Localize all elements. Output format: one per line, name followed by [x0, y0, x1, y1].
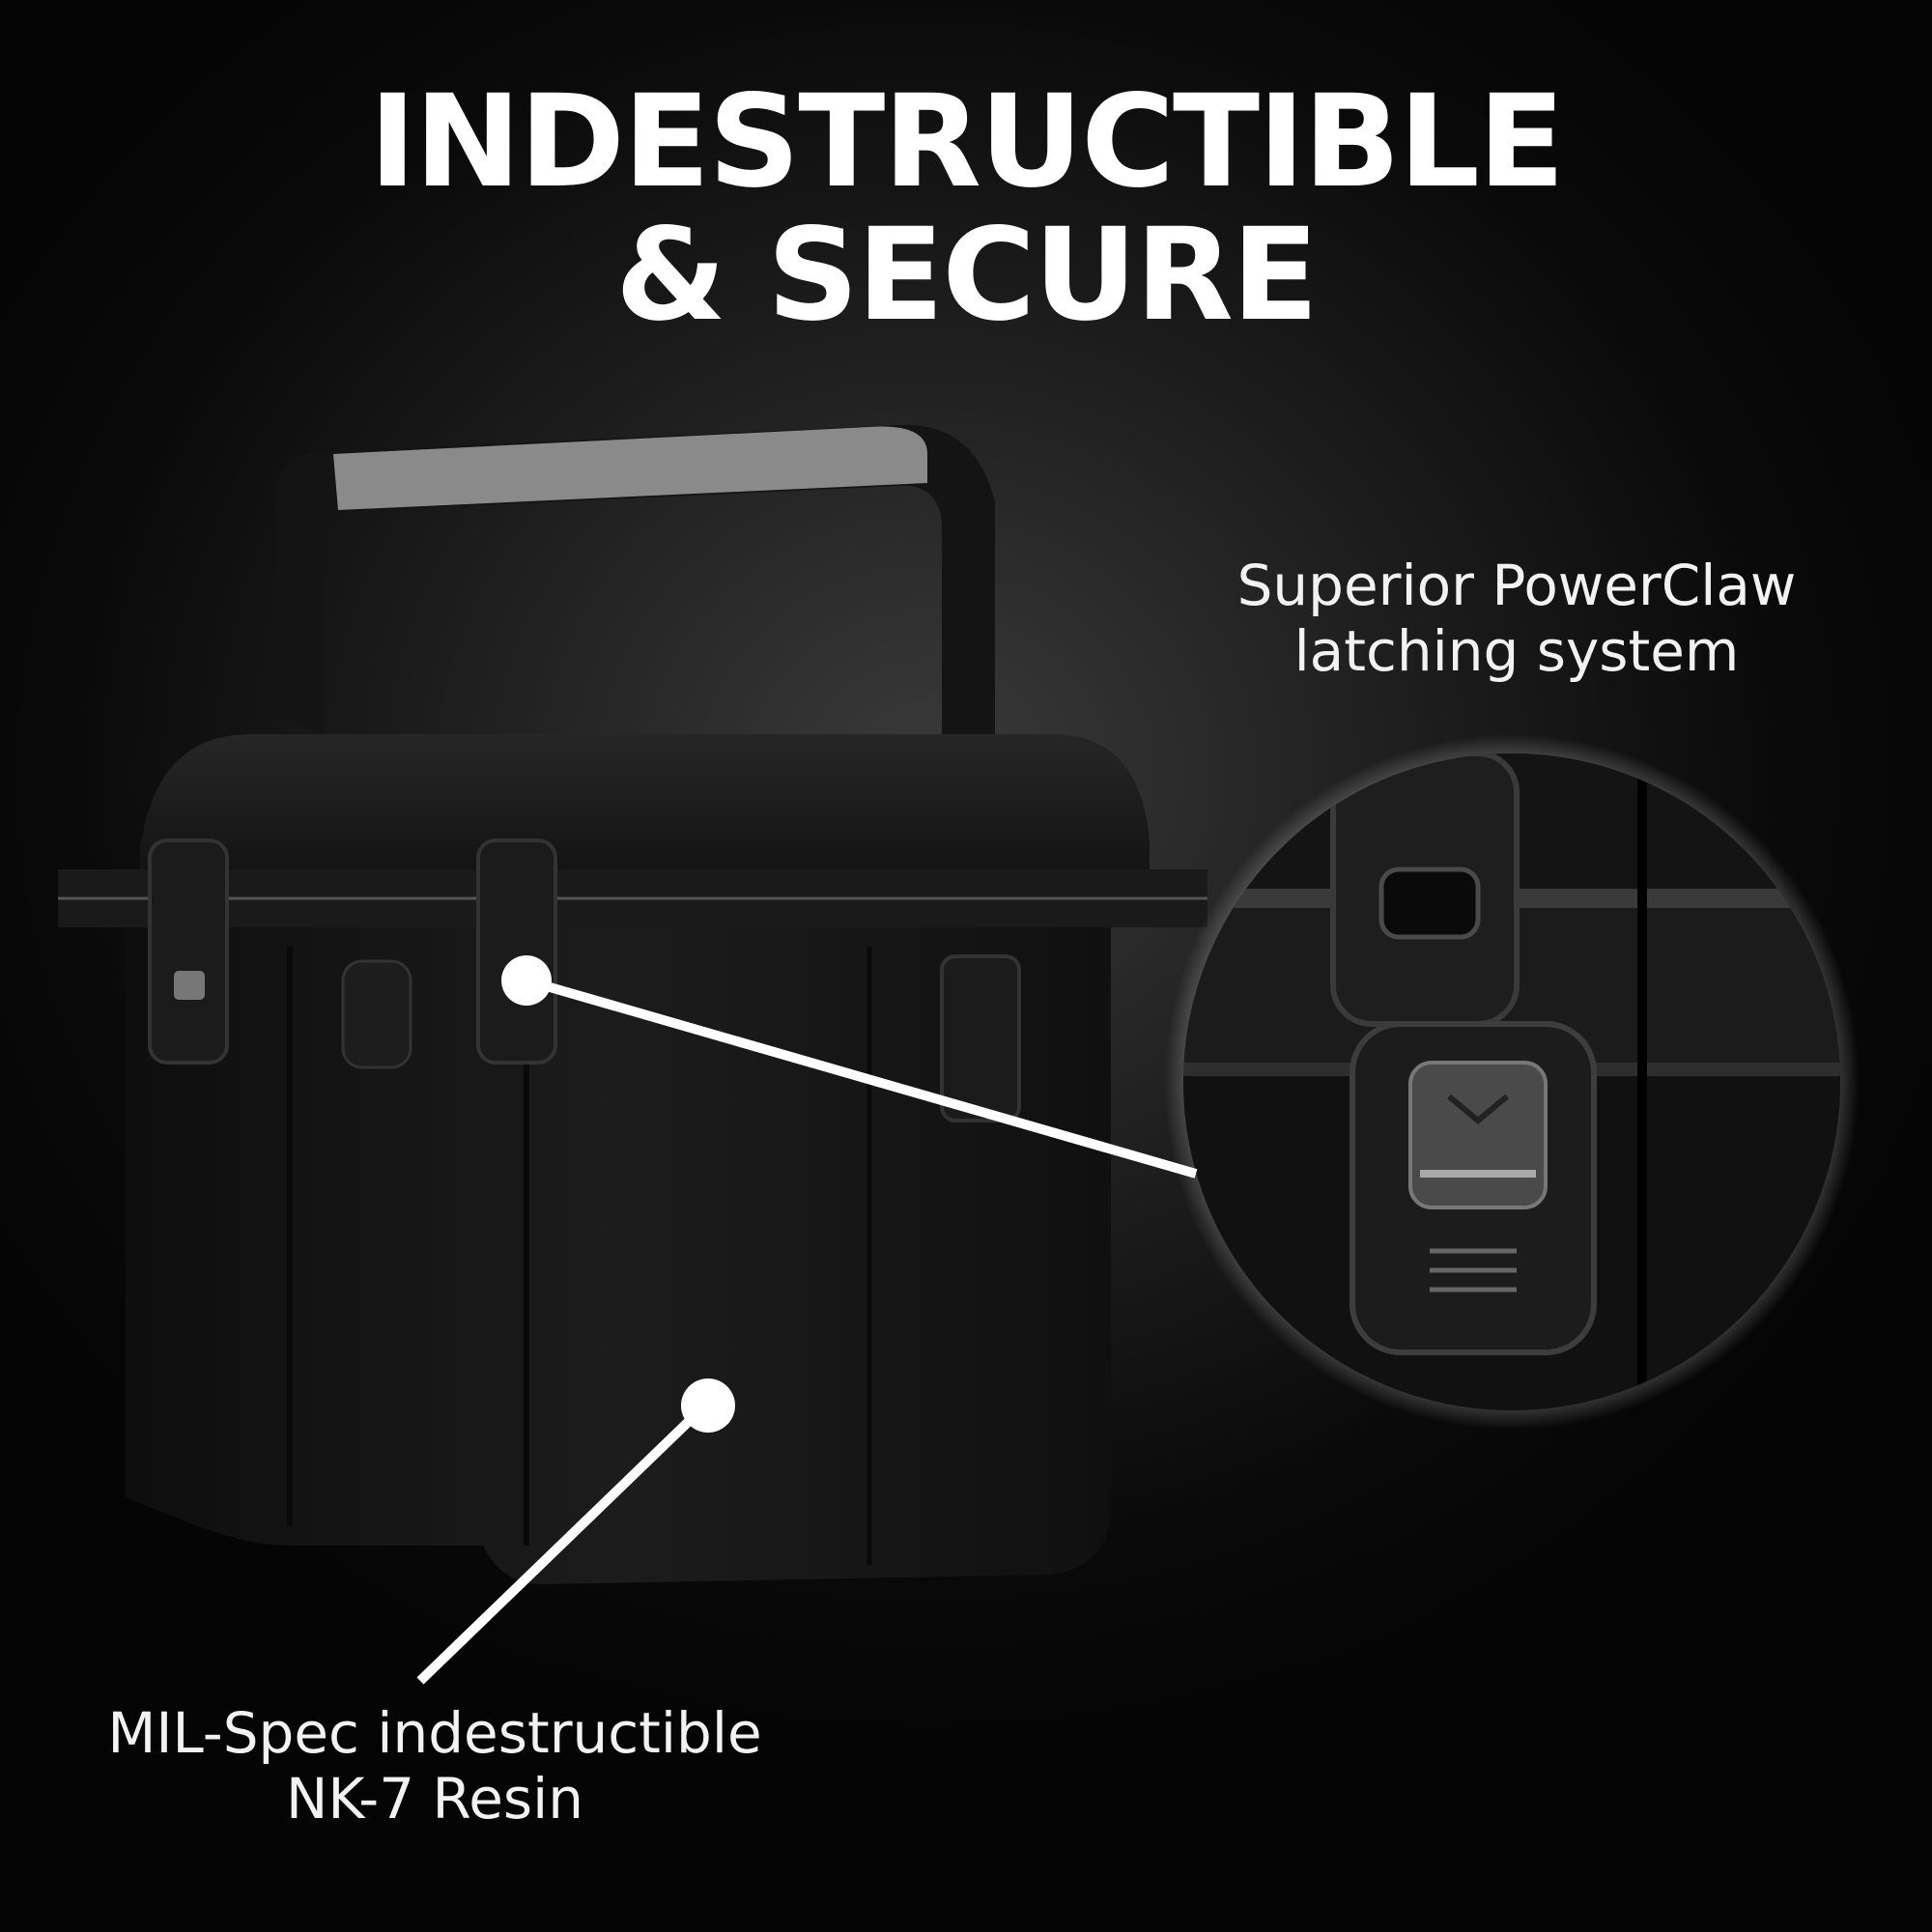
latch-center: [476, 838, 557, 1065]
pointer-latch: [501, 955, 1198, 1179]
pressure-valve: [341, 959, 412, 1069]
title-line-1: INDESTRUCTIBLE: [368, 68, 1565, 216]
callout-latch-label: Superior PowerClaw latching system: [1179, 553, 1855, 684]
title-line-2: & SECURE: [614, 201, 1319, 350]
callout-resin-line-2: NK-7 Resin: [285, 1766, 584, 1832]
pointer-resin: [416, 1378, 735, 1685]
chevron-down-icon: [1447, 1094, 1509, 1124]
latch-left: [148, 838, 229, 1065]
latch-right: [940, 954, 1021, 1122]
callout-latch-line-2: latching system: [1293, 618, 1740, 684]
latch-release-button: [1408, 1061, 1548, 1209]
latch-zoom-inset: [1164, 734, 1860, 1430]
callout-resin-label: MIL-Spec indestructible NK-7 Resin: [58, 1700, 811, 1832]
hard-case: [58, 734, 1208, 1584]
callout-resin-line-1: MIL-Spec indestructible: [107, 1700, 762, 1766]
handle-grip: [333, 426, 927, 510]
page-title: INDESTRUCTIBLE & SECURE: [0, 75, 1932, 342]
callout-latch-line-1: Superior PowerClaw: [1236, 553, 1797, 618]
